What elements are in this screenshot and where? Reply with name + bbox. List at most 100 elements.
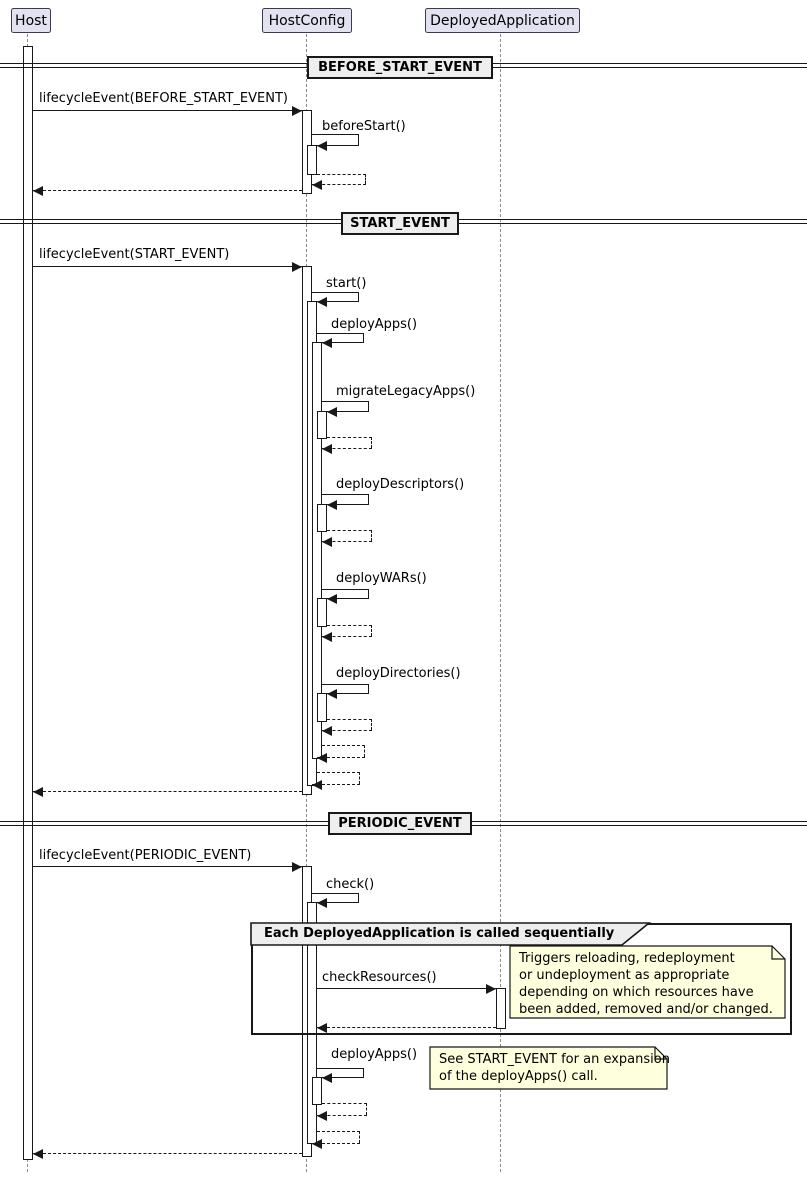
arrow-line	[322, 745, 365, 746]
arrow-head	[327, 500, 337, 510]
activation-deploydescriptors	[317, 504, 327, 532]
arrow-head	[327, 407, 337, 417]
arrow-line	[371, 437, 372, 448]
arrow-line	[317, 1131, 360, 1132]
arrow-line	[322, 1103, 367, 1104]
arrow-head	[317, 297, 327, 307]
arrow-line	[322, 730, 372, 731]
arrow-line	[312, 893, 359, 894]
arrow-line	[371, 530, 372, 541]
arrow-head	[322, 1073, 332, 1083]
activation-beforestart	[307, 145, 317, 175]
arrow-line	[358, 134, 359, 145]
note-shape	[509, 945, 786, 1019]
arrow-line	[322, 401, 369, 402]
message-label: deployDirectories()	[336, 666, 461, 681]
arrow-line	[312, 134, 359, 135]
arrow-line	[33, 266, 302, 267]
arrow-head	[33, 787, 43, 797]
arrow-line	[322, 684, 369, 685]
activation-host	[23, 46, 33, 1160]
arrow-head	[322, 338, 332, 348]
arrow-line	[322, 589, 369, 590]
arrow-line	[327, 598, 369, 599]
participant-deployedapplication-label: DeployedApplication	[430, 12, 575, 29]
arrow-line	[368, 401, 369, 411]
arrow-line	[327, 437, 372, 438]
arrow-head	[322, 444, 332, 454]
arrow-head	[292, 862, 302, 872]
arrow-line	[327, 530, 372, 531]
arrow-line	[312, 292, 359, 293]
arrow-line	[317, 145, 359, 146]
participant-host-label: Host	[15, 12, 47, 29]
group-header-label: Each DeployedApplication is called seque…	[264, 926, 615, 941]
message-label: deployApps()	[331, 317, 418, 332]
participant-deployedapplication: DeployedApplication	[425, 8, 580, 33]
arrow-line	[33, 866, 302, 867]
activation-migratelegacyapps	[317, 411, 327, 439]
arrow-head	[317, 141, 327, 151]
arrow-head	[33, 1149, 43, 1159]
arrow-head	[292, 106, 302, 116]
arrow-head	[312, 780, 322, 790]
arrow-line	[359, 1131, 360, 1143]
note-text: Triggers reloading, redeployment or unde…	[519, 951, 773, 1017]
lifeline-deployedapplication	[500, 34, 501, 1172]
message-label: lifecycleEvent(START_EVENT)	[39, 247, 230, 262]
arrow-head	[317, 1023, 327, 1033]
arrow-line	[33, 110, 302, 111]
arrow-head	[322, 632, 332, 642]
arrow-line	[327, 504, 369, 505]
arrow-line	[312, 1143, 360, 1144]
arrow-line	[365, 174, 366, 184]
arrow-line	[317, 301, 359, 302]
arrow-line	[317, 757, 365, 758]
arrow-line	[363, 333, 364, 342]
arrow-head	[317, 753, 327, 763]
participant-hostconfig-label: HostConfig	[268, 12, 346, 29]
arrow-line	[371, 625, 372, 636]
arrow-line	[368, 684, 369, 693]
arrow-head	[486, 984, 496, 994]
participant-host: Host	[11, 8, 51, 33]
arrow-line	[364, 745, 365, 757]
arrow-line	[327, 693, 369, 694]
arrow-line	[371, 719, 372, 730]
arrow-line	[322, 636, 372, 637]
activation-checkresources	[496, 988, 506, 1029]
message-label: start()	[326, 276, 367, 291]
divider-label-box: START_EVENT	[341, 212, 459, 235]
message-label: checkResources()	[322, 970, 437, 985]
arrow-line	[317, 174, 366, 175]
message-label: lifecycleEvent(PERIODIC_EVENT)	[39, 848, 252, 863]
message-label: lifecycleEvent(BEFORE_START_EVENT)	[39, 91, 288, 106]
arrow-line	[363, 1068, 364, 1077]
arrow-head	[312, 1139, 322, 1149]
message-label: beforeStart()	[322, 119, 406, 134]
message-label: migrateLegacyApps()	[336, 384, 476, 399]
arrow-head	[327, 689, 337, 699]
arrow-line	[33, 190, 302, 191]
arrow-line	[317, 902, 359, 903]
divider-label: BEFORE_START_EVENT	[318, 60, 482, 75]
arrow-line	[322, 342, 364, 343]
note-text: See START_EVENT for an expansion of the …	[439, 1052, 670, 1084]
arrow-head	[317, 1111, 327, 1121]
arrow-head	[327, 594, 337, 604]
arrow-line	[366, 1103, 367, 1115]
arrow-line	[317, 1068, 364, 1069]
arrow-line	[317, 1027, 496, 1028]
arrow-line	[322, 1077, 364, 1078]
arrow-line	[317, 1115, 367, 1116]
message-label: check()	[326, 877, 375, 892]
arrow-line	[368, 589, 369, 598]
arrow-line	[358, 292, 359, 301]
arrow-line	[33, 791, 302, 792]
message-label: deployDescriptors()	[336, 477, 465, 492]
arrow-head	[322, 537, 332, 547]
arrow-line	[317, 772, 360, 773]
divider-label-box: BEFORE_START_EVENT	[307, 56, 493, 79]
divider-label: PERIODIC_EVENT	[338, 816, 462, 831]
